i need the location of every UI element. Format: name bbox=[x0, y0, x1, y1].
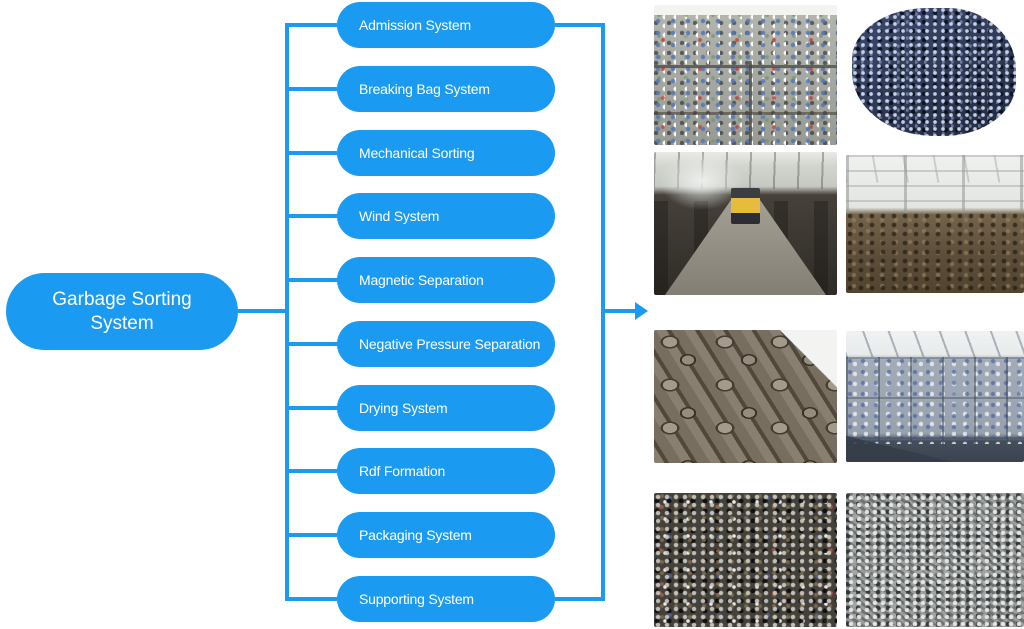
system-node: Wind System bbox=[289, 193, 555, 240]
photo-metal-shavings bbox=[846, 493, 1024, 627]
system-node: Rdf Formation bbox=[289, 448, 555, 495]
system-node-label: Mechanical Sorting bbox=[359, 144, 475, 161]
system-node: Magnetic Separation bbox=[289, 257, 555, 303]
photo-rdf-briquettes bbox=[654, 330, 837, 463]
system-node-label: Wind System bbox=[359, 208, 440, 225]
photo-compost-turner bbox=[654, 152, 837, 295]
system-node-label: Negative Pressure Separation bbox=[359, 335, 541, 352]
system-node-label: Rdf Formation bbox=[359, 463, 446, 480]
photo-bale-warehouse bbox=[846, 331, 1024, 462]
system-node-label: Magnetic Separation bbox=[359, 272, 484, 288]
system-node: Breaking Bag System bbox=[289, 65, 555, 112]
root-connector-line bbox=[238, 309, 285, 313]
systems-column: Admission System Breaking Bag System Mec… bbox=[289, 2, 555, 622]
system-node: Admission System bbox=[289, 2, 555, 48]
bottom-right-connector-line bbox=[555, 597, 601, 601]
photo-compost-hall bbox=[846, 155, 1024, 293]
photo-shredded-scrap bbox=[654, 493, 837, 627]
system-node: Supporting System bbox=[289, 575, 555, 622]
photo-plastic-pellets bbox=[846, 2, 1024, 140]
photo-plastic-bales bbox=[654, 5, 837, 145]
system-node: Packaging System bbox=[289, 512, 555, 558]
system-node-label: Admission System bbox=[359, 17, 471, 33]
root-node-garbage-sorting-system: Garbage Sorting System bbox=[6, 273, 238, 350]
flow-arrow-shaft bbox=[603, 309, 635, 313]
left-trunk-line bbox=[285, 23, 289, 601]
top-right-connector-line bbox=[555, 23, 601, 27]
system-node: Mechanical Sorting bbox=[289, 129, 555, 176]
right-arrow-icon bbox=[635, 302, 648, 320]
system-node: Drying System bbox=[289, 384, 555, 431]
system-node-label: Packaging System bbox=[359, 527, 472, 543]
system-node: Negative Pressure Separation bbox=[289, 320, 555, 367]
system-node-label: Supporting System bbox=[359, 590, 474, 607]
root-node-label: Garbage Sorting System bbox=[52, 288, 192, 334]
system-node-label: Drying System bbox=[359, 399, 448, 416]
system-node-label: Breaking Bag System bbox=[359, 80, 490, 97]
